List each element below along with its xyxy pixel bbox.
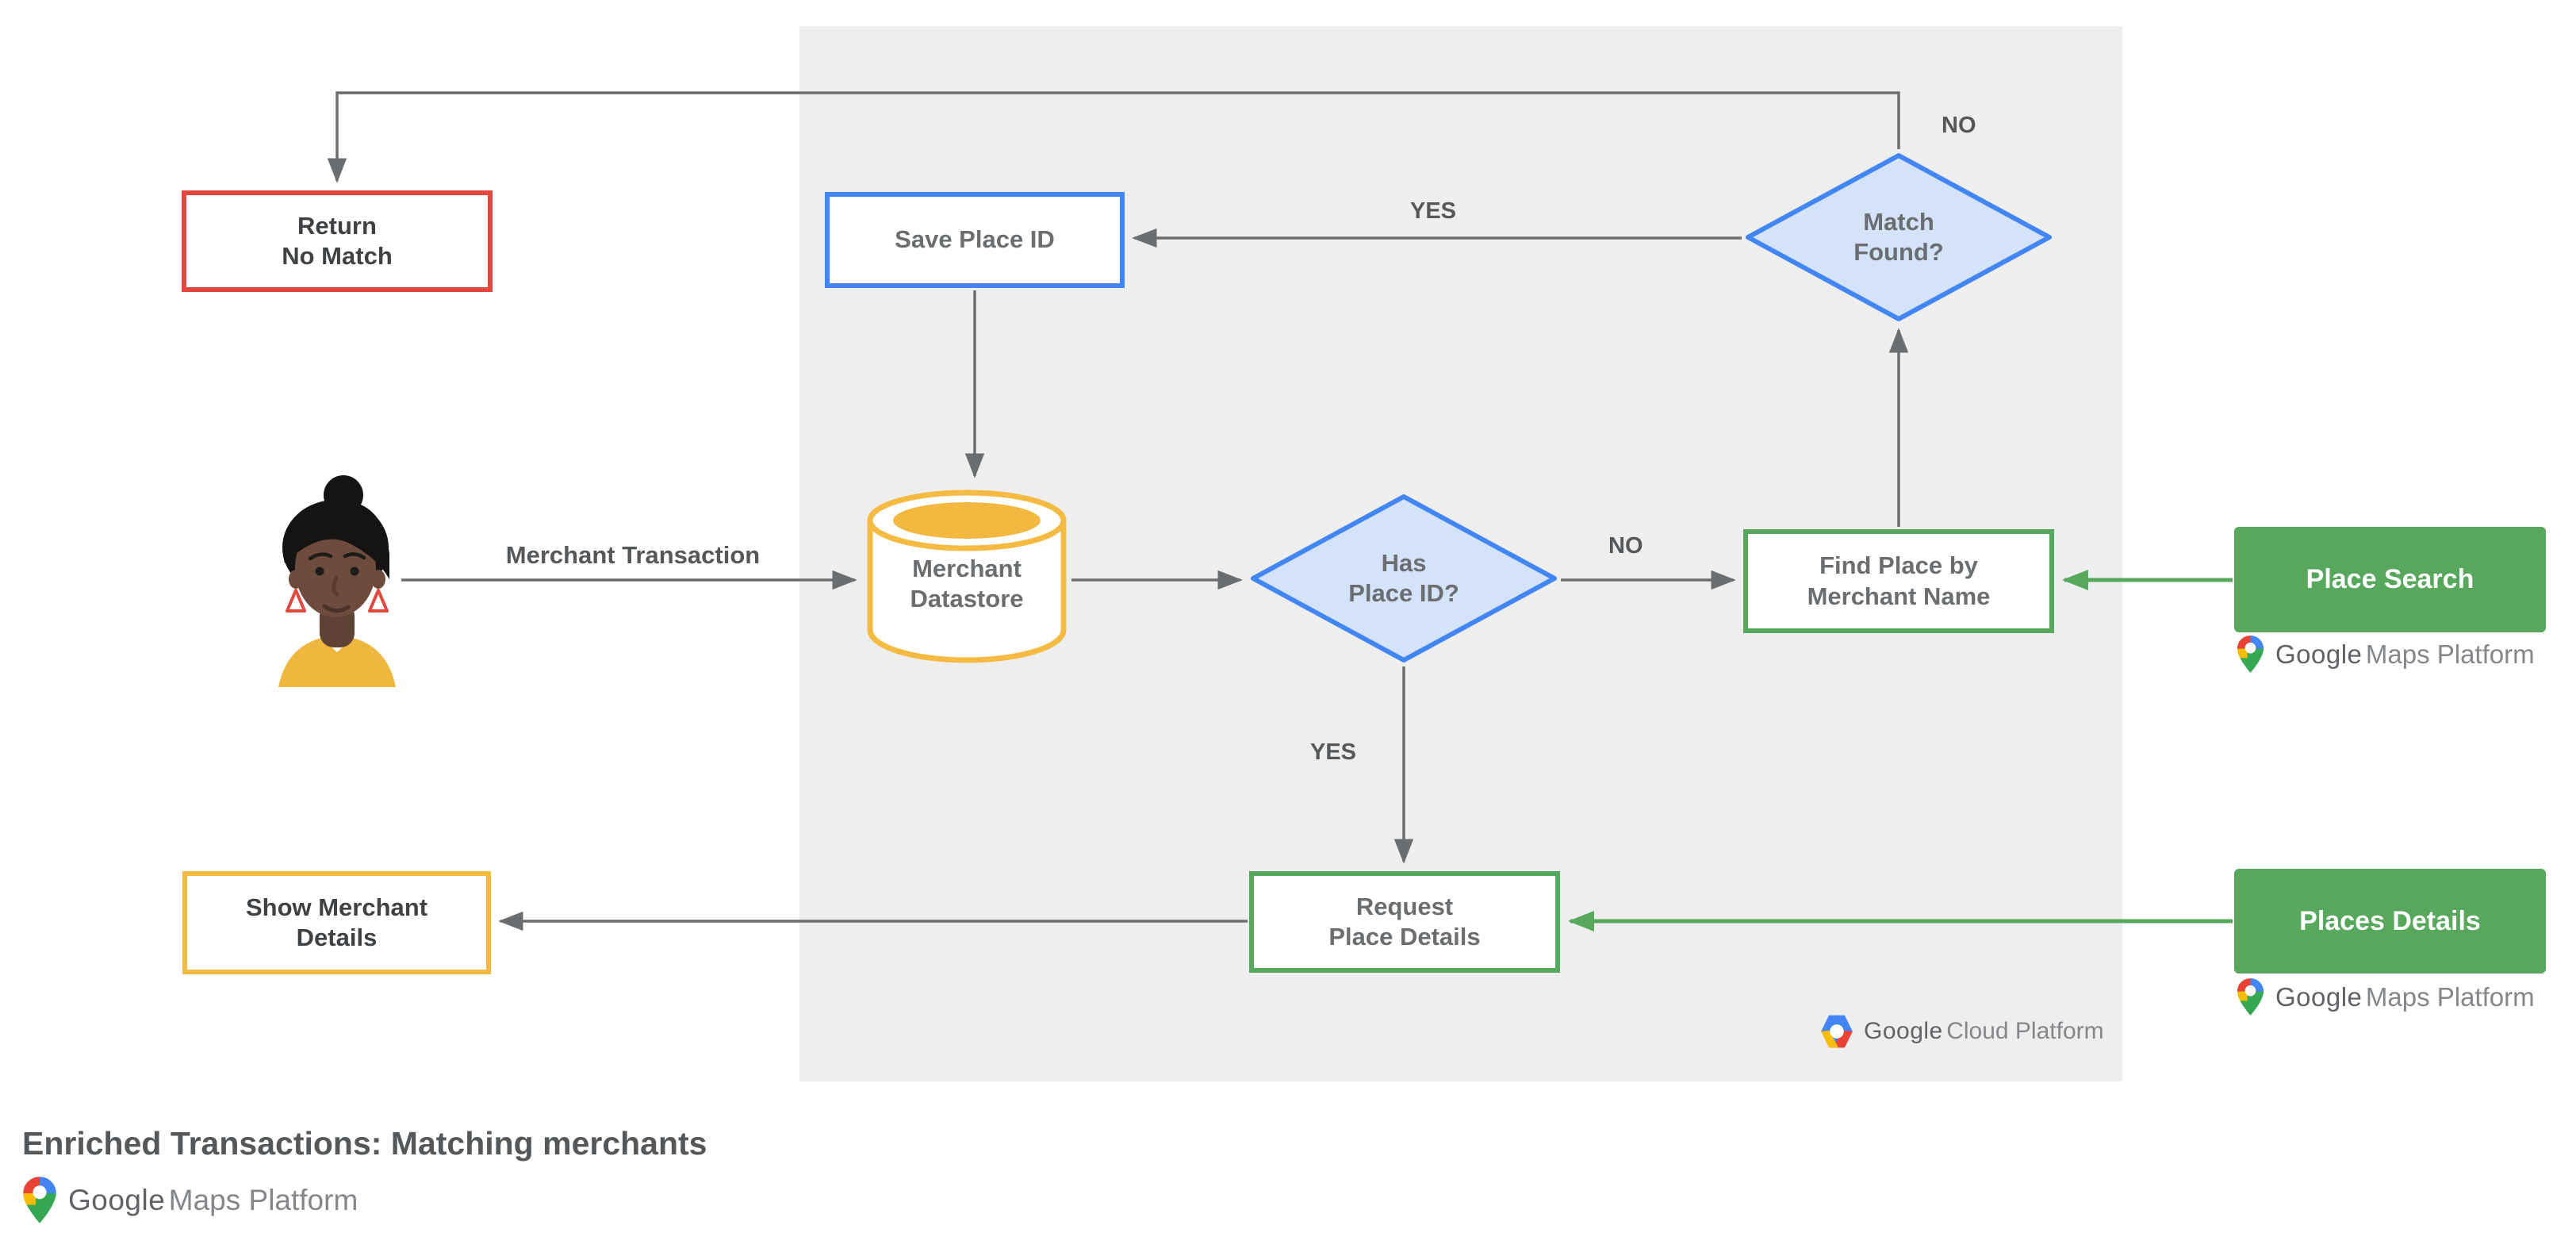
node-label: Save Place ID — [895, 225, 1055, 254]
avatar-earring-right — [368, 589, 389, 613]
node-label: Match — [1863, 207, 1934, 236]
avatar-eye-left — [315, 566, 324, 576]
node-find-place-by-merchant-name: Find Place by Merchant Name — [1743, 529, 2054, 633]
places-details-button: Places Details — [2234, 869, 2546, 974]
node-label: No Match — [282, 242, 393, 270]
node-merchant-datastore: Merchant Datastore — [864, 487, 1069, 666]
button-label: Places Details — [2299, 905, 2481, 936]
node-match-found: Match Found? — [1744, 152, 2053, 323]
avatar-nose — [332, 575, 339, 597]
edge-label-yes: YES — [1310, 739, 1357, 765]
cloud-hexagon-icon — [1821, 1015, 1853, 1048]
node-label: Find Place by — [1819, 551, 1978, 580]
node-return-no-match: Return No Match — [182, 190, 493, 292]
gmp-logo-footer: Google Maps Platform — [22, 1176, 358, 1224]
gmp-logo-places-details: Google Maps Platform — [2237, 977, 2535, 1016]
avatar-shoulders — [278, 638, 396, 687]
gmp-logo-text-google: Google — [68, 1183, 166, 1216]
gcp-logo-text-google: Google — [1864, 1018, 1943, 1044]
datastore-cylinder-icon — [867, 490, 1067, 663]
place-search-button: Place Search — [2234, 527, 2546, 632]
edge-label-yes: YES — [1410, 198, 1457, 224]
avatar-ear-left — [289, 570, 303, 589]
edge-label-no: NO — [1608, 533, 1643, 559]
gmp-logo-text-google: Google — [2275, 639, 2363, 669]
gmp-logo-text-rest: Maps Platform — [2365, 981, 2535, 1012]
avatar-bangs — [283, 500, 389, 579]
avatar-mouth — [322, 604, 351, 613]
node-has-place-id: Has Place ID? — [1249, 493, 1558, 664]
node-label: Request — [1355, 892, 1454, 920]
user-avatar — [272, 474, 402, 689]
avatar-brow-right — [343, 552, 366, 560]
edge-label-no: NO — [1942, 113, 1976, 138]
gmp-logo-text-rest: Maps Platform — [2365, 639, 2535, 669]
node-label: Datastore — [910, 585, 1024, 613]
maps-pin-icon — [2237, 636, 2264, 673]
gmp-logo-place-search: Google Maps Platform — [2237, 635, 2535, 674]
gmp-logo-text-rest: Maps Platform — [168, 1183, 358, 1216]
node-label: Found? — [1853, 238, 1944, 266]
avatar-eye-right — [350, 566, 359, 576]
node-label: Details — [296, 924, 378, 951]
node-label: Merchant Name — [1807, 582, 1991, 610]
node-save-place-id: Save Place ID — [825, 192, 1125, 288]
node-request-place-details: Request Place Details — [1249, 871, 1560, 973]
gcp-logo: Google Cloud Platform — [1821, 1014, 2104, 1049]
edge-label-merchant-transaction: Merchant Transaction — [505, 541, 761, 569]
gcp-logo-text-rest: Cloud Platform — [1946, 1018, 2104, 1044]
node-label: Has — [1381, 548, 1427, 577]
node-label: Place ID? — [1348, 579, 1459, 607]
node-show-merchant-details: Show Merchant Details — [182, 871, 491, 974]
node-label: Return — [297, 211, 377, 240]
node-label: Show Merchant — [245, 893, 428, 921]
avatar-brow-left — [308, 552, 333, 561]
node-label: Merchant — [912, 555, 1022, 582]
maps-pin-icon — [23, 1177, 56, 1223]
maps-pin-icon — [2237, 978, 2264, 1016]
button-label: Place Search — [2306, 564, 2474, 594]
gmp-logo-text-google: Google — [2275, 981, 2363, 1012]
node-label: Place Details — [1328, 923, 1481, 951]
diagram-title: Enriched Transactions: Matching merchant… — [22, 1125, 707, 1162]
avatar-earring-left — [286, 589, 306, 613]
avatar-ear-right — [371, 570, 385, 589]
